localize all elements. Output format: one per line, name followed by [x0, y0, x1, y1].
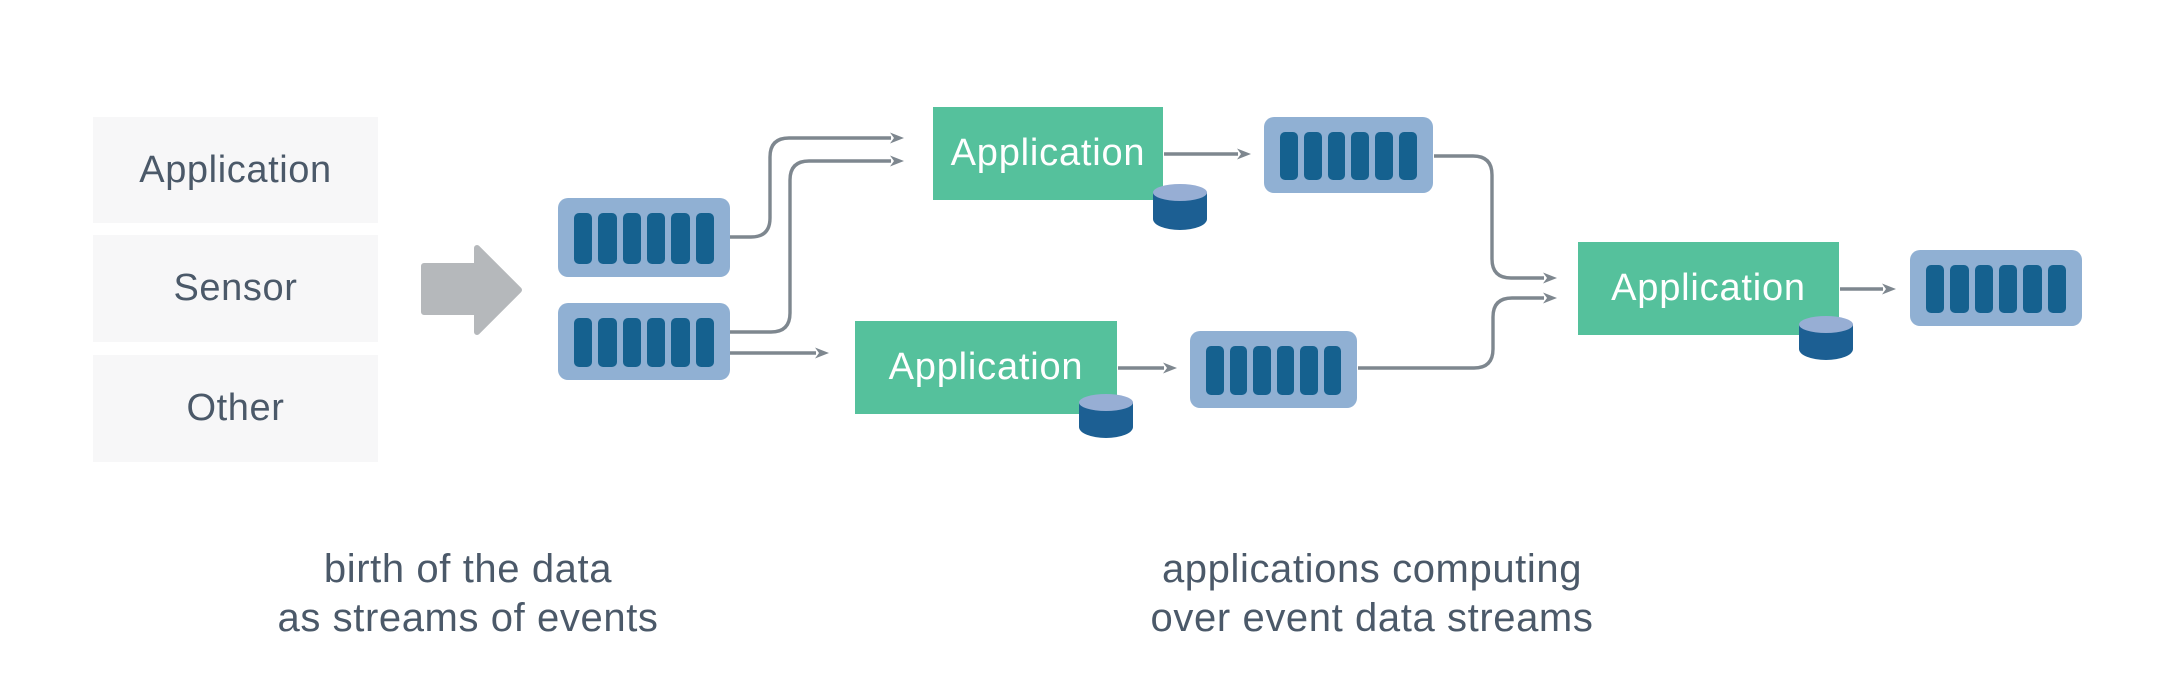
caption-apps-computing: applications computing over event data s…: [1052, 545, 1692, 643]
source-box-other: Other: [93, 355, 378, 462]
caption-line: birth of the data: [323, 547, 613, 591]
stream-bar: [1276, 346, 1294, 395]
stream-bar: [598, 318, 617, 367]
event-stream-icon-2: [558, 303, 730, 380]
stream-bar: [574, 213, 593, 264]
connector-stream3-to-app3: [1358, 292, 1557, 370]
application-label: Application: [950, 132, 1146, 174]
application-label: Application: [888, 346, 1084, 388]
caption-line: as streams of events: [277, 596, 659, 640]
event-stream-icon-4: [1264, 117, 1433, 193]
event-stream-icon-3: [1190, 331, 1357, 408]
stream-bar: [622, 213, 641, 264]
stream-bar: [1229, 346, 1247, 395]
stream-bar: [1253, 346, 1271, 395]
ingest-big-right-arrow-icon: [421, 245, 522, 335]
event-stream-icon-1: [558, 198, 730, 277]
event-stream-icon-5: [1910, 250, 2082, 326]
connector-stream4-to-app3: [1434, 154, 1557, 284]
application-label: Application: [1611, 267, 1806, 309]
stream-bar: [671, 318, 690, 367]
application-node-3: Application: [1578, 242, 1839, 335]
stream-bar: [1950, 265, 1969, 313]
stream-bar: [2023, 265, 2042, 313]
source-box-sensor: Sensor: [93, 235, 378, 342]
stream-bar: [695, 213, 714, 264]
stream-bar: [1926, 265, 1945, 313]
stream-bar: [1327, 132, 1346, 180]
cylinder-top: [1799, 316, 1853, 333]
stream-bar: [1998, 265, 2018, 313]
stream-bar: [574, 318, 593, 367]
stream-bar: [1399, 132, 1417, 180]
caption-line: over event data streams: [1150, 596, 1594, 640]
database-cylinder-icon: [1799, 316, 1853, 360]
application-node-2: Application: [855, 321, 1117, 414]
stream-bar: [1303, 132, 1322, 180]
connector-stream2-to-app1: [730, 155, 904, 334]
stream-bar: [2047, 265, 2066, 313]
connector-stream1-to-app1: [730, 132, 904, 239]
stream-bar: [646, 318, 666, 367]
stream-bar: [1300, 346, 1318, 395]
caption-birth-of-data: birth of the data as streams of events: [148, 545, 788, 643]
cylinder-top: [1079, 394, 1133, 411]
stream-bar: [1375, 132, 1394, 180]
source-label: Application: [139, 148, 332, 191]
stream-bar: [1351, 132, 1370, 180]
application-node-1: Application: [933, 107, 1163, 200]
stream-bar: [671, 213, 690, 264]
source-label: Other: [186, 387, 285, 429]
stream-bar: [622, 318, 641, 367]
stream-bar: [1323, 346, 1341, 395]
caption-line: applications computing: [1161, 547, 1583, 591]
stream-bar: [1280, 132, 1298, 180]
database-cylinder-icon: [1079, 394, 1133, 438]
database-cylinder-icon: [1153, 184, 1207, 230]
stream-bar: [1974, 265, 1993, 313]
stream-bar: [646, 213, 666, 264]
stream-bar: [695, 318, 714, 367]
source-box-application: Application: [93, 117, 378, 223]
cylinder-top: [1153, 184, 1207, 201]
source-label: Sensor: [173, 267, 298, 309]
stream-bar: [1206, 346, 1224, 395]
stream-bar: [598, 213, 617, 264]
